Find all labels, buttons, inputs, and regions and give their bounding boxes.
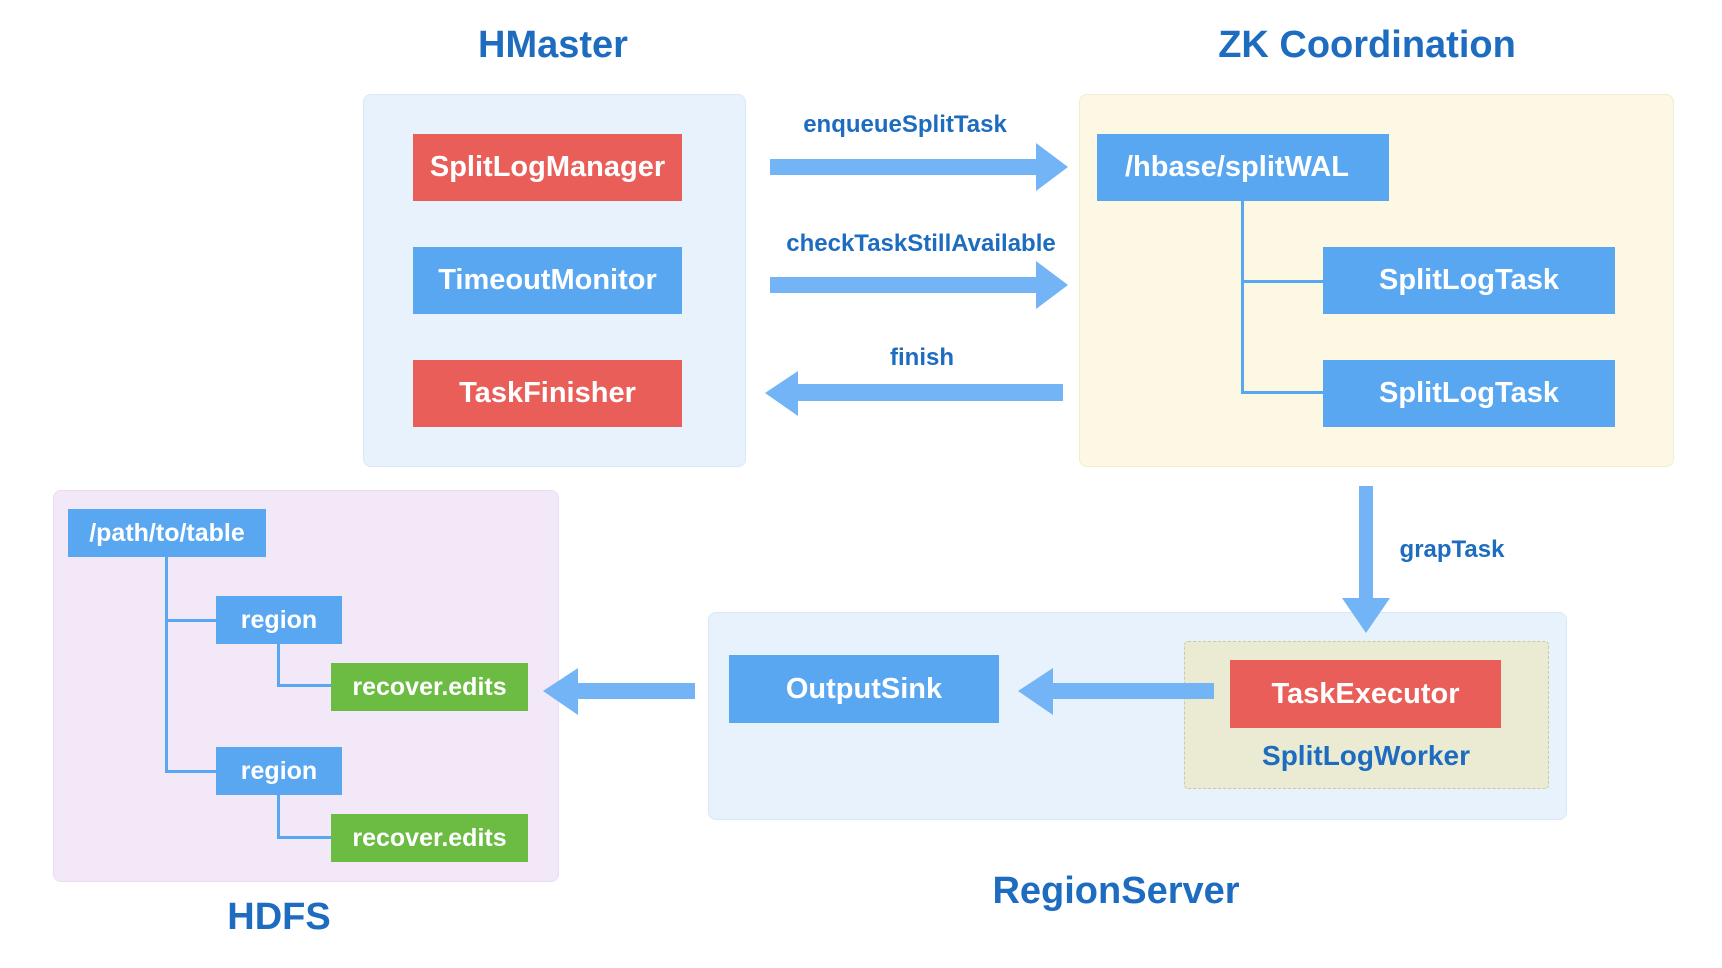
- zk-splitwal-node: /hbase/splitWAL: [1097, 134, 1389, 201]
- zk-tree-branch-1: [1241, 280, 1324, 283]
- zk-coordination-title: ZK Coordination: [1218, 24, 1516, 66]
- split-log-task-box-1: SplitLogTask: [1323, 247, 1615, 314]
- hdfs-table-path: /path/to/table: [68, 509, 266, 557]
- output-sink-to-hdfs-arrow: [543, 668, 695, 715]
- split-log-manager-box: SplitLogManager: [413, 134, 682, 201]
- hdfs-region-1-trunk: [277, 640, 280, 687]
- hdfs-tree-branch-2: [165, 770, 218, 773]
- hdfs-region-1-branch: [277, 684, 332, 687]
- grap-task-arrow: [1342, 486, 1390, 633]
- check-task-still-available-arrow: [770, 261, 1068, 309]
- zk-tree-branch-2: [1241, 391, 1324, 394]
- timeout-monitor-box: TimeoutMonitor: [413, 247, 682, 314]
- finish-label: finish: [890, 344, 954, 371]
- hdfs-region-2-branch: [277, 836, 332, 839]
- hdfs-title: HDFS: [227, 896, 331, 938]
- split-log-task-box-2: SplitLogTask: [1323, 360, 1615, 427]
- hdfs-region-2: region: [216, 747, 342, 795]
- recover-edits-1: recover.edits: [331, 663, 528, 711]
- enqueue-split-task-arrow: [770, 143, 1068, 191]
- grap-task-label: grapTask: [1399, 536, 1505, 563]
- task-finisher-box: TaskFinisher: [413, 360, 682, 427]
- executor-to-output-sink-arrow: [1018, 668, 1214, 715]
- hdfs-region-2-trunk: [277, 793, 280, 839]
- finish-arrow: [765, 371, 1063, 416]
- output-sink-box: OutputSink: [729, 655, 999, 723]
- split-log-worker-label: SplitLogWorker: [1262, 740, 1470, 771]
- zk-tree-trunk: [1241, 200, 1244, 394]
- task-executor-box: TaskExecutor: [1230, 660, 1501, 728]
- hdfs-region-1: region: [216, 596, 342, 644]
- enqueue-split-task-label: enqueueSplitTask: [803, 111, 1007, 138]
- hdfs-tree-trunk: [165, 556, 168, 772]
- recover-edits-2: recover.edits: [331, 814, 528, 862]
- hdfs-tree-branch-1: [165, 619, 218, 622]
- check-task-still-available-label: checkTaskStillAvailable: [786, 230, 1056, 257]
- regionserver-title: RegionServer: [992, 870, 1240, 912]
- hmaster-title: HMaster: [478, 24, 628, 66]
